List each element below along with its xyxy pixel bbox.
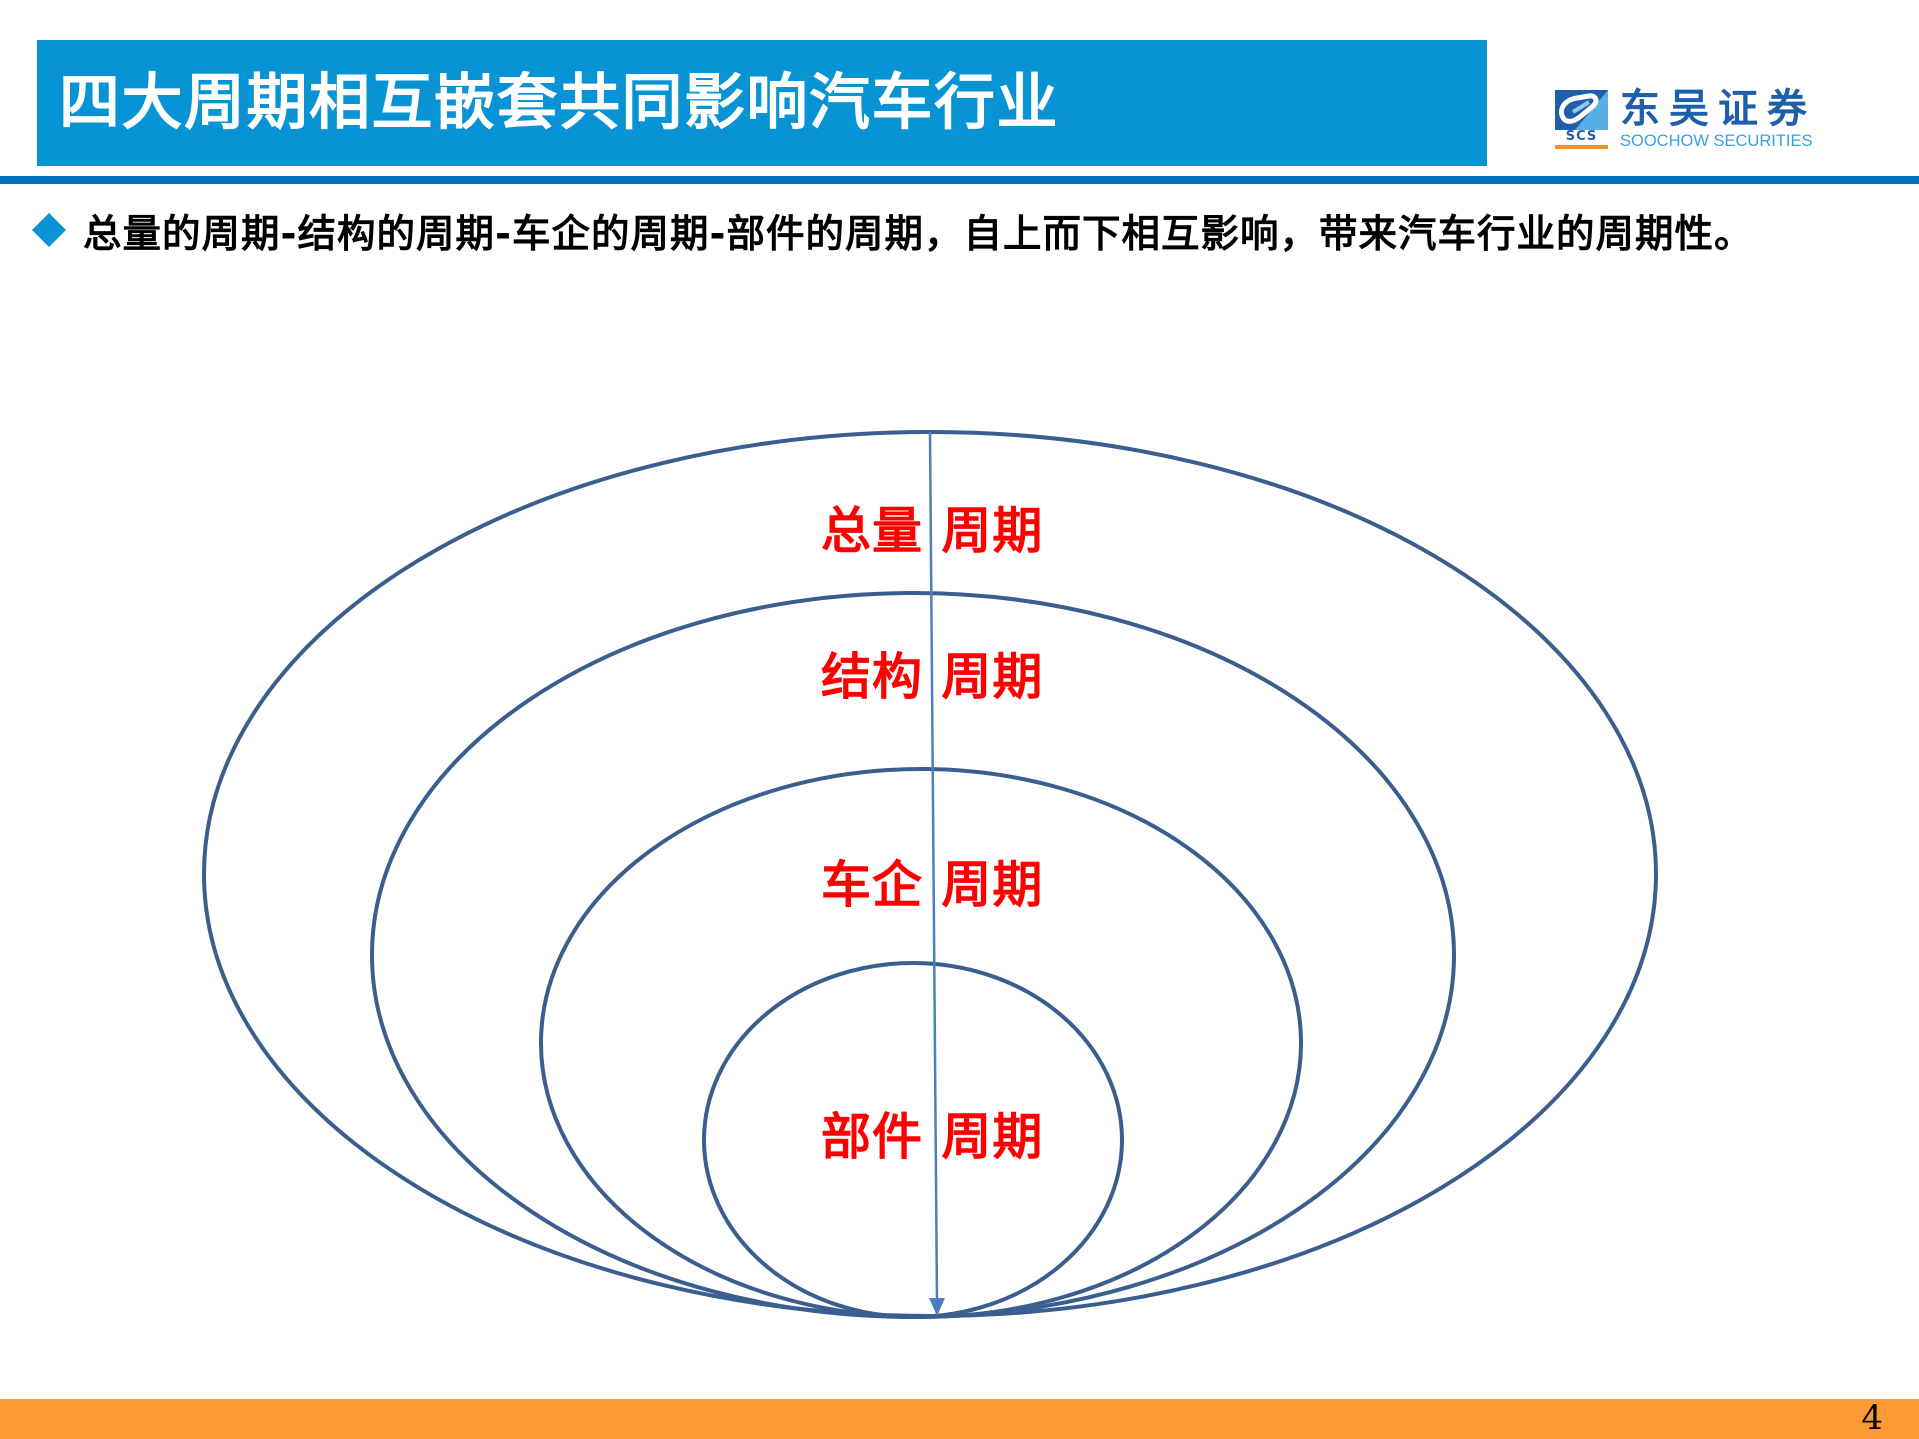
logo-abbreviation: SCS (1565, 129, 1598, 144)
label-total-cycle: 总量 周期 (821, 502, 1044, 560)
footer-bar (0, 1399, 1919, 1439)
company-logo: SCS 东吴证券 SOOCHOW SECURITIES (1552, 86, 1822, 152)
header-divider (0, 176, 1919, 184)
logo-name-cn: 东吴证券 (1620, 86, 1816, 132)
logo-underline (1555, 145, 1608, 149)
bullet-text: 总量的周期-结构的周期-车企的周期-部件的周期，自上而下相互影响，带来汽车行业的… (83, 212, 1754, 257)
ellipse-component-cycle (702, 961, 1124, 1319)
title-banner: 四大周期相互嵌套共同影响汽车行业 (37, 40, 1487, 166)
label-structure-cycle: 结构 周期 (821, 648, 1044, 706)
soochow-logo-icon (1555, 90, 1608, 130)
label-component-cycle: 部件 周期 (821, 1108, 1044, 1166)
label-automaker-cycle: 车企 周期 (821, 856, 1044, 914)
bullet-point: 总量的周期-结构的周期-车企的周期-部件的周期，自上而下相互影响，带来汽车行业的… (0, 212, 1919, 262)
page-title: 四大周期相互嵌套共同影响汽车行业 (59, 67, 1060, 138)
logo-name-en: SOOCHOW SECURITIES (1620, 132, 1813, 150)
down-arrow (928, 431, 939, 1304)
arrowhead-icon (929, 1298, 945, 1316)
page-number: 4 (1861, 1398, 1883, 1438)
ellipse-automaker-cycle (539, 767, 1303, 1319)
